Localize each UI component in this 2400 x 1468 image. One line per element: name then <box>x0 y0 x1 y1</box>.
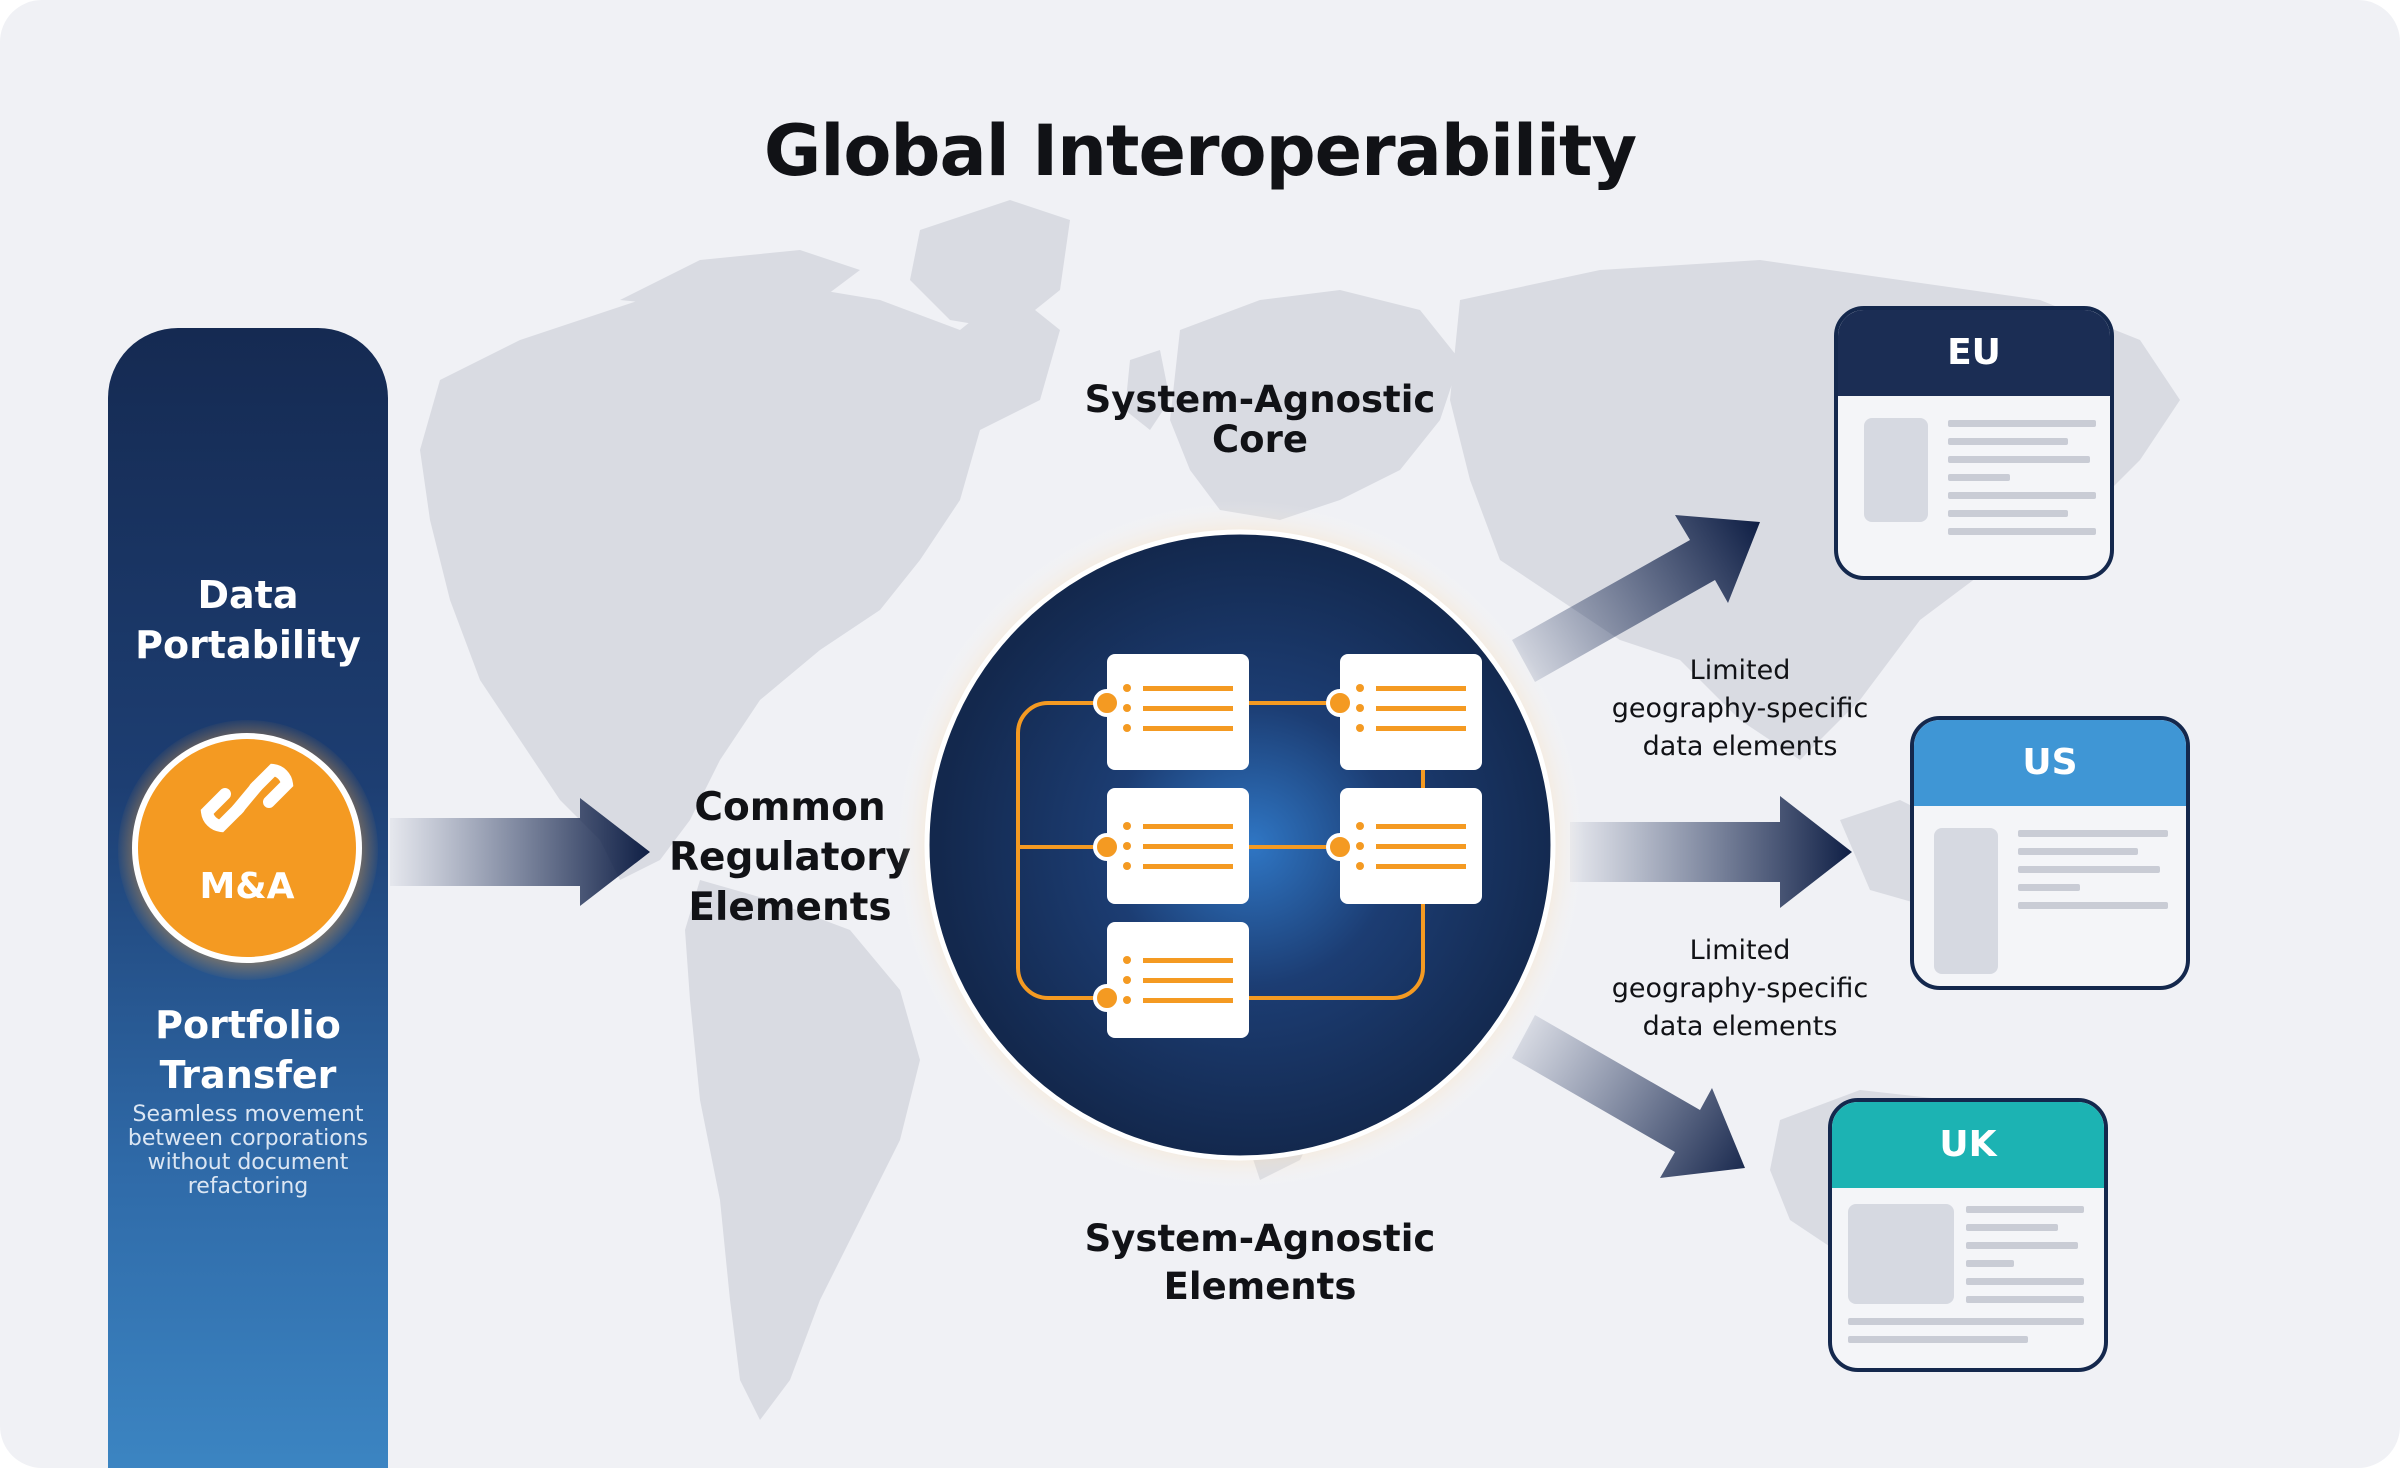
region-card-us-header: US <box>1914 720 2186 806</box>
ma-label: M&A <box>199 866 295 907</box>
arrow-to-us <box>1570 796 1852 908</box>
map-europe <box>1170 290 1460 520</box>
region-card-eu: EU <box>1834 306 2114 580</box>
map-uk-island <box>1125 350 1170 430</box>
map-greenland <box>910 200 1070 330</box>
system-agnostic-elements-label: System-Agnostic Elements <box>1084 1217 1436 1308</box>
region-card-uk: UK <box>1828 1098 2108 1372</box>
map-north-america <box>420 280 1060 880</box>
map-south-america <box>685 880 920 1420</box>
region-card-us: US <box>1910 716 2190 990</box>
portfolio-transfer-label: Portfolio Transfer <box>155 1003 341 1097</box>
system-agnostic-core <box>895 500 1585 1190</box>
limited-geography-label-top: Limited geography-specific data elements <box>1611 655 1869 762</box>
arrow-to-uk <box>1512 1015 1745 1178</box>
core-document-cards <box>1107 654 1482 1038</box>
ma-badge <box>132 733 362 963</box>
diagram-title: Global Interoperability <box>763 110 1637 192</box>
chain-link-icon <box>200 763 294 833</box>
region-card-uk-header: UK <box>1832 1102 2104 1188</box>
portfolio-transfer-description: Seamless movement between corporations w… <box>127 1102 369 1199</box>
arrow-to-eu <box>1512 515 1760 682</box>
arrow-to-common-elements <box>390 798 650 906</box>
common-regulatory-elements-label: Common Regulatory Elements <box>669 785 911 930</box>
limited-geography-label-bottom: Limited geography-specific data elements <box>1611 935 1869 1042</box>
region-card-eu-header: EU <box>1838 310 2110 396</box>
data-portability-label: Data Portability <box>135 573 361 667</box>
map-arctic-islands <box>620 250 860 310</box>
system-agnostic-core-label: System-Agnostic Core <box>1084 378 1436 461</box>
